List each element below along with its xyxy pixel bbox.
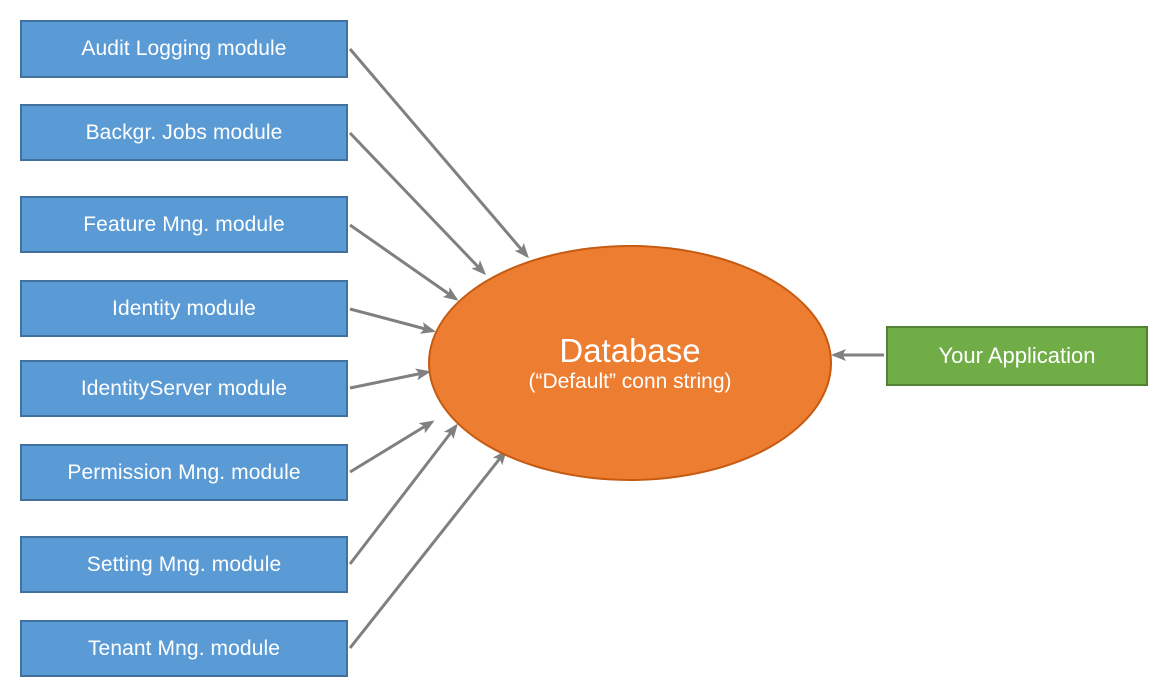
connector-arrow [348,449,507,649]
module-box[interactable]: Setting Mng. module [20,536,348,593]
connector-arrow [348,423,458,565]
connector-arrows [348,48,884,649]
module-label: Setting Mng. module [86,552,282,576]
connector-arrow [349,223,459,301]
module-box[interactable]: IdentityServer module [20,360,348,417]
module-box[interactable]: Permission Mng. module [20,444,348,501]
module-box[interactable]: Tenant Mng. module [20,620,348,677]
connector-arrow [349,307,436,334]
connector-arrow [348,48,529,259]
database-subtitle: (“Default” conn string) [528,369,732,393]
connector-arrow [349,368,431,390]
module-label: Identity module [112,296,256,320]
module-box[interactable]: Audit Logging module [20,20,348,78]
database-title: Database [559,332,701,370]
module-box[interactable]: Backgr. Jobs module [20,104,348,161]
module-label: Feature Mng. module [83,212,285,236]
module-box[interactable]: Feature Mng. module [20,196,348,253]
module-label: Audit Logging module [81,37,287,61]
connector-arrow [348,131,487,276]
database-node[interactable]: Database (“Default” conn string) [428,245,832,481]
your-application-node[interactable]: Your Application [886,326,1148,386]
module-label: IdentityServer module [80,376,288,400]
module-label: Backgr. Jobs module [85,120,283,144]
connector-arrow [349,420,435,474]
module-label: Tenant Mng. module [87,636,281,660]
your-application-label: Your Application [938,343,1096,368]
module-box[interactable]: Identity module [20,280,348,337]
module-label: Permission Mng. module [67,460,301,484]
